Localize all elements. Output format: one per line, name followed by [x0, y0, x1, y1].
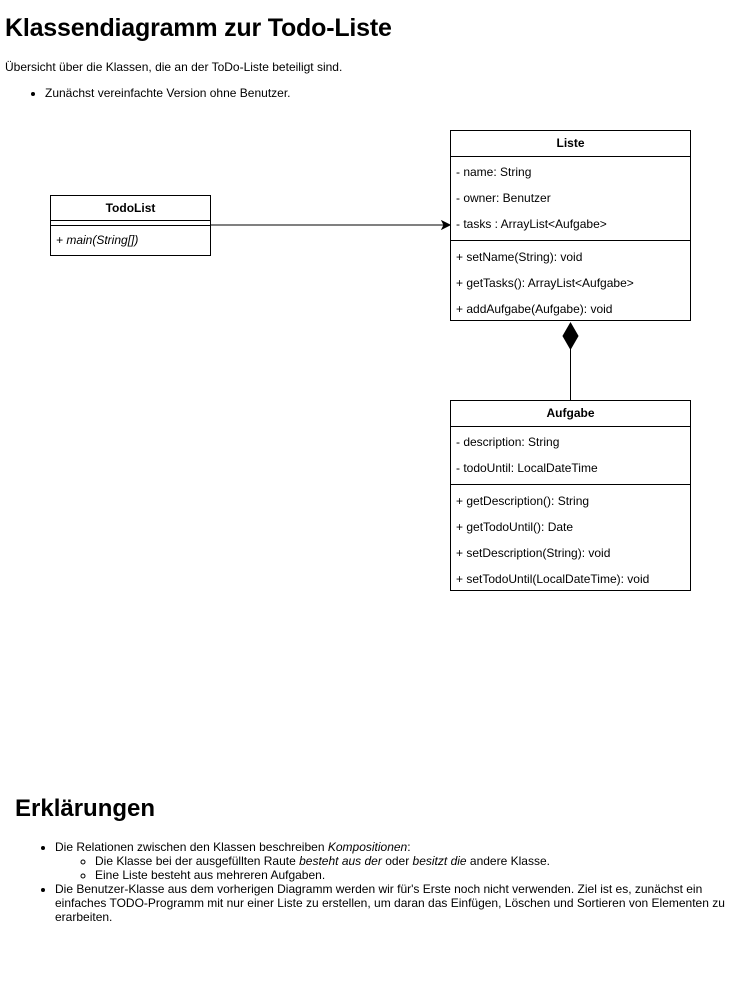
- text: oder: [381, 854, 413, 868]
- composition-diamond[interactable]: [562, 321, 579, 351]
- text: Die Relationen zwischen den Klassen besc…: [55, 840, 328, 854]
- attribute: - owner: Benutzer: [456, 191, 551, 205]
- emphasis: besteht aus der: [299, 854, 382, 868]
- intro-text: Übersicht über die Klassen, die an der T…: [5, 60, 343, 74]
- explanations-list: Die Relationen zwischen den Klassen besc…: [55, 840, 727, 924]
- operation: + main(String[]): [56, 233, 139, 247]
- operation: + setDescription(String): void: [456, 546, 611, 560]
- class-name: TodoList: [51, 196, 210, 221]
- attributes-section: [51, 221, 210, 226]
- class-name: Liste: [451, 131, 690, 157]
- association-arrowhead: [440, 219, 452, 231]
- list-item: Die Relationen zwischen den Klassen besc…: [55, 840, 727, 882]
- sub-list: Die Klasse bei der ausgefüllten Raute be…: [55, 854, 727, 882]
- intro-list: Zunächst vereinfachte Version ohne Benut…: [45, 86, 291, 100]
- emphasis: besitzt die: [412, 854, 467, 868]
- attribute: - description: String: [456, 435, 560, 449]
- list-item: Eine Liste besteht aus mehreren Aufgaben…: [95, 868, 727, 882]
- attribute: - tasks : ArrayList<Aufgabe>: [456, 217, 607, 231]
- attribute: - todoUntil: LocalDateTime: [456, 461, 598, 475]
- list-item: Zunächst vereinfachte Version ohne Benut…: [45, 86, 291, 100]
- section-heading: Erklärungen: [15, 795, 156, 822]
- operations-section: + getDescription(): String + getTodoUnti…: [451, 485, 690, 592]
- class-todolist[interactable]: TodoList + main(String[]): [50, 195, 211, 256]
- emphasis: Kompositionen: [327, 840, 408, 854]
- operation: + getTodoUntil(): Date: [456, 520, 574, 534]
- list-item: Die Benutzer-Klasse aus dem vorherigen D…: [55, 882, 727, 924]
- page-title: Klassendiagramm zur Todo-Liste: [5, 14, 392, 42]
- operations-section: + setName(String): void + getTasks(): Ar…: [451, 241, 690, 322]
- text: :: [407, 840, 411, 854]
- attributes-section: - description: String - todoUntil: Local…: [451, 427, 690, 485]
- class-name: Aufgabe: [451, 401, 690, 427]
- operation: + setTodoUntil(LocalDateTime): void: [456, 572, 650, 586]
- text: Die Klasse bei der ausgefüllten Raute: [95, 854, 300, 868]
- text: andere Klasse.: [466, 854, 550, 868]
- operation: + addAufgabe(Aufgabe): void: [456, 302, 613, 316]
- class-liste[interactable]: Liste - name: String - owner: Benutzer -…: [450, 130, 691, 321]
- list-item: Die Klasse bei der ausgefüllten Raute be…: [95, 854, 727, 868]
- operations-section: + main(String[]): [51, 226, 210, 254]
- operation: + getDescription(): String: [456, 494, 590, 508]
- class-aufgabe[interactable]: Aufgabe - description: String - todoUnti…: [450, 400, 691, 591]
- operation: + getTasks(): ArrayList<Aufgabe>: [456, 276, 634, 290]
- attribute: - name: String: [456, 165, 532, 179]
- attributes-section: - name: String - owner: Benutzer - tasks…: [451, 157, 690, 241]
- operation: + setName(String): void: [456, 250, 583, 264]
